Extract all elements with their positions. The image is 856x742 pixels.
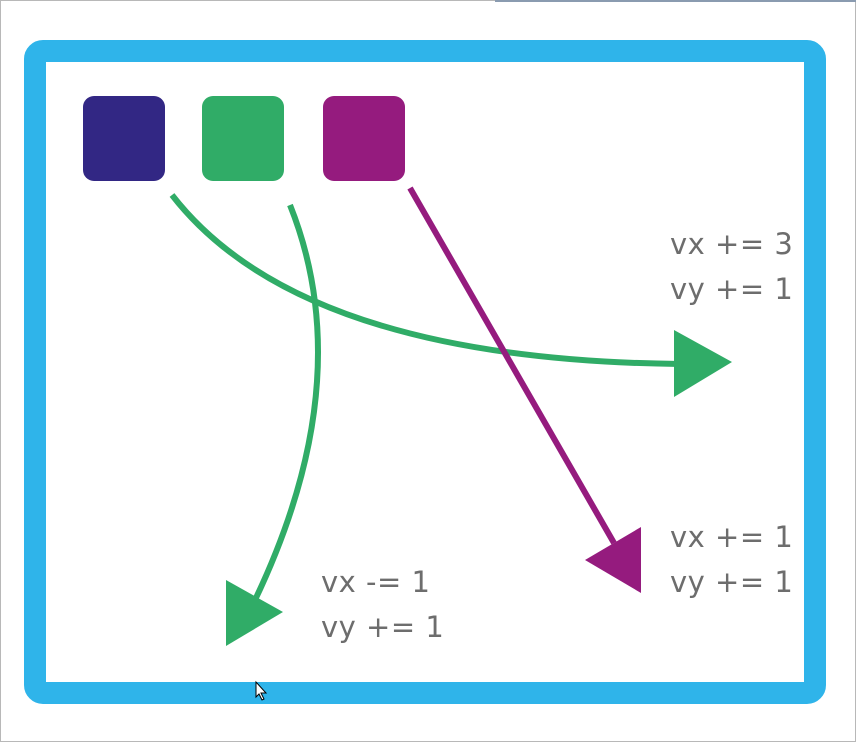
navy-square	[83, 96, 165, 181]
label-right-bottom: vx += 1 vy += 1	[670, 515, 793, 605]
green-arrowhead-right	[674, 330, 732, 397]
green-square	[202, 96, 284, 181]
green-arrow-right-path	[169, 193, 681, 367]
label-line: vy += 1	[321, 610, 445, 644]
label-line: vx -= 1	[321, 565, 431, 599]
label-line: vx += 1	[670, 520, 794, 554]
purple-arrow-path	[407, 186, 617, 545]
purple-arrowhead	[585, 527, 641, 593]
green-arrow-down-path	[252, 203, 321, 602]
top-edge	[495, 0, 856, 2]
label-bottom-left: vx -= 1 vy += 1	[321, 560, 444, 650]
purple-square	[323, 96, 405, 181]
label-line: vx += 3	[670, 227, 794, 261]
label-line: vy += 1	[670, 272, 794, 306]
label-line: vy += 1	[670, 565, 794, 599]
mouse-pointer-icon	[255, 680, 268, 701]
label-right-top: vx += 3 vy += 1	[670, 222, 793, 312]
green-arrowhead-down	[226, 580, 283, 646]
screen-frame	[24, 40, 826, 704]
